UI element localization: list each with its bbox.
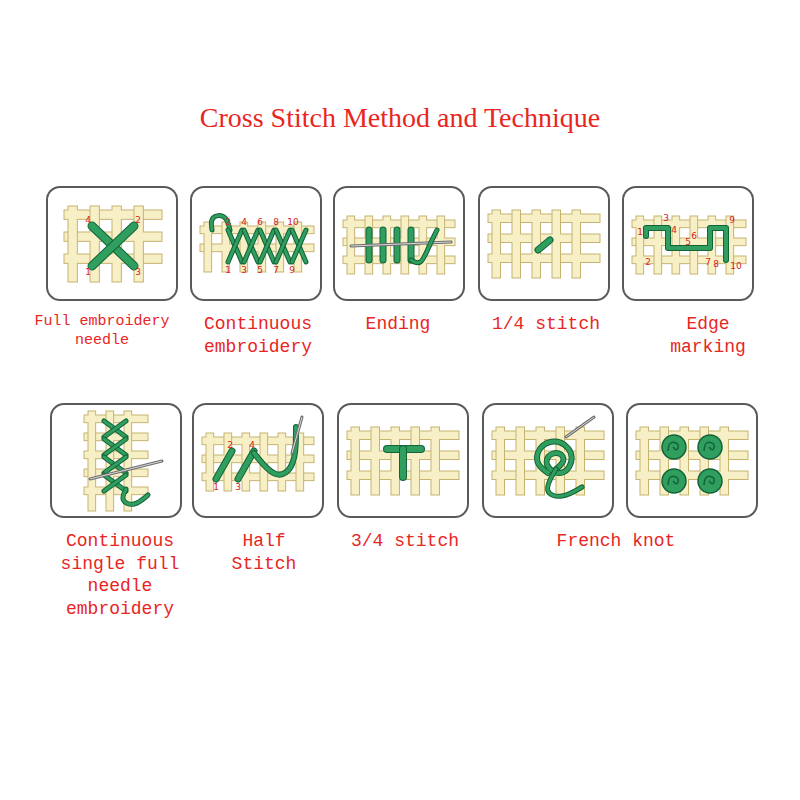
stitch-number: 10 [287, 218, 298, 227]
stitch-number: 4 [241, 218, 247, 227]
stitch-number: 1 [225, 266, 231, 275]
stitch-box: Ending [333, 186, 465, 301]
technique-label: Continuous embroidery [184, 313, 332, 358]
stitch-illustration [492, 417, 604, 496]
stitch-number: 1 [213, 483, 219, 492]
stitch-number: 1 [85, 268, 91, 277]
stitch-number: 7 [273, 266, 279, 275]
stitch-number: 2 [227, 441, 233, 450]
stitch-number: 9 [729, 216, 735, 225]
stitch-illustration [632, 216, 746, 274]
stitch-number: 2 [225, 218, 231, 227]
stitch-illustration [347, 427, 459, 495]
stitch-box: 3/4 stitch [337, 403, 469, 518]
stitch-number: 2 [645, 258, 651, 267]
stitch-number: 4 [249, 441, 255, 450]
stitch-box: Continuous embroidery [190, 186, 322, 301]
stitch-number: 3 [235, 483, 241, 492]
stitch-number: 5 [685, 238, 691, 247]
stitch-illustration [488, 210, 600, 278]
technique-label: French knot [536, 530, 696, 553]
stitch-number: 2 [135, 216, 141, 225]
stitch-box: Half Stitch [192, 403, 324, 518]
technique-label: Half Stitch [222, 530, 306, 575]
stitch-number: 8 [713, 260, 719, 269]
stitch-illustration [636, 427, 748, 495]
technique-label: Edge marking [648, 313, 768, 358]
stitch-number: 9 [289, 266, 295, 275]
stitch-number: 3 [135, 268, 141, 277]
stitch-number: 4 [85, 216, 91, 225]
stitch-number: 6 [691, 232, 697, 241]
stitch-number: 3 [241, 266, 247, 275]
stitch-number: 8 [273, 218, 279, 227]
stitch-number: 5 [257, 266, 263, 275]
stitch-illustration [343, 216, 455, 274]
stitch-number: 7 [705, 258, 711, 267]
stitch-illustration [200, 216, 314, 272]
stitch-illustration [64, 206, 162, 282]
stitch-box: 1/4 stitch [478, 186, 610, 301]
stitch-number: 10 [730, 262, 741, 271]
stitch-illustration [84, 411, 162, 511]
stitch-box: Full embroidery needle [46, 186, 178, 301]
stitch-illustration [202, 417, 314, 491]
stitch-number: 3 [663, 214, 669, 223]
technique-label: 3/4 stitch [331, 530, 479, 553]
stitch-number: 4 [671, 226, 677, 235]
technique-label: Ending [343, 313, 453, 336]
technique-label: 1/4 stitch [472, 313, 620, 336]
technique-label: Full embroidery needle [22, 313, 182, 351]
stitch-box: French knot [482, 403, 614, 518]
stitch-number: 1 [637, 228, 643, 237]
illustration-frame [627, 404, 757, 517]
stitch-box: Continuous single full needle embroidery [50, 403, 182, 518]
technique-label: Continuous single full needle embroidery [40, 530, 200, 620]
title: Cross Stitch Method and Technique [0, 102, 800, 134]
stitch-number: 6 [257, 218, 263, 227]
